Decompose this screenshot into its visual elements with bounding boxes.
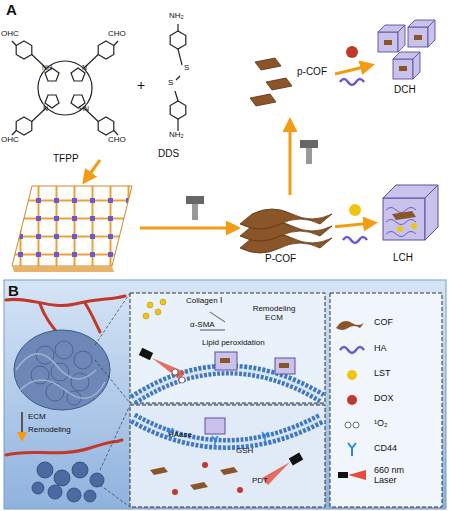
lattice-edge [12, 266, 114, 272]
text-label: S [184, 64, 189, 73]
inset-box: HAaseGSH PDT [130, 405, 325, 507]
dox-ball [346, 46, 358, 58]
cell-membrane [133, 418, 322, 444]
legend-icon [336, 321, 364, 330]
structure-node: LCH [375, 172, 445, 267]
text-label: HN [79, 105, 89, 113]
legend-icon [338, 470, 366, 480]
text-label: S [168, 79, 173, 88]
cof-sheets [240, 209, 332, 253]
text-label: CHO [108, 30, 126, 39]
ha-chain [340, 79, 364, 85]
blood-vessel [6, 296, 125, 455]
structure-node: P-COF [245, 195, 335, 267]
structure-node: p-COF [245, 50, 335, 120]
text-label: NH₂ [169, 131, 184, 140]
pathway-label: Lipid peroxidation [202, 339, 265, 348]
exfoliation-arrow [140, 227, 238, 230]
lst-particles [143, 299, 166, 319]
remodeling-arrow [21, 412, 23, 440]
pathway-label: α-SMA [190, 321, 215, 330]
legend-label: DOX [374, 394, 420, 404]
legend-label: COF [374, 318, 420, 328]
lch-cube [383, 185, 438, 240]
process-arrow [335, 65, 372, 74]
structure-label: DDS [158, 148, 179, 159]
legend-label: HA [374, 344, 420, 354]
structure-label: DCH [394, 84, 416, 95]
legend-label: LST [374, 369, 420, 379]
laser [139, 348, 185, 380]
tumor-remodeled [32, 462, 104, 502]
cof-particle [275, 358, 295, 374]
cof-sheets-released [150, 467, 238, 490]
pathway-label: Collagen Ⅰ [186, 297, 222, 306]
legend-label: 660 nm Laser [374, 466, 420, 486]
structure-label: TFPP [53, 153, 79, 164]
legend-icon [340, 347, 364, 353]
text-label: N [82, 64, 87, 72]
legend-frame [330, 293, 442, 507]
pathway-label: PDT [252, 477, 268, 486]
text-label: ECM [28, 413, 46, 422]
cof-particle [205, 418, 225, 434]
text-label: + [137, 78, 145, 93]
text-label: OHC [1, 30, 19, 39]
legend-icon [348, 443, 356, 456]
text-label: N [43, 105, 48, 113]
legend-icon [347, 395, 357, 405]
panel-background [4, 280, 446, 509]
dch-cubes [378, 20, 435, 79]
synthesis-arrow [84, 160, 100, 182]
dox-particles [172, 462, 243, 495]
cof-lattice [12, 186, 132, 266]
tumor [14, 330, 110, 410]
legend-label: CD44 [374, 444, 420, 454]
legend-label: ¹O₂ [374, 419, 420, 429]
cof-nanosheets [250, 58, 292, 106]
inset-frame [130, 293, 325, 403]
structure-label: LCH [393, 252, 413, 263]
sonicator-icon [186, 196, 204, 220]
cof-particle [215, 352, 237, 370]
text-label: NH [42, 64, 52, 72]
dds-structure [170, 24, 186, 131]
sonicator-icon [300, 140, 318, 164]
legend-icon [345, 422, 359, 428]
legend-icon [347, 370, 357, 380]
tfpp-structure [12, 41, 118, 135]
text-label: Remodeling [28, 426, 71, 435]
structure-label: p-COF [297, 66, 327, 77]
membrane-core [133, 418, 322, 444]
process-arrow [289, 120, 292, 195]
structure-node: DCH [372, 12, 445, 100]
panel-letter: A [6, 2, 17, 19]
structure-node: DDS [150, 10, 205, 162]
panel-letter: B [8, 283, 19, 300]
text-label: CHO [108, 136, 126, 145]
singlet-oxygen [172, 369, 185, 383]
process-arrow [335, 223, 375, 227]
text-label: NH₂ [169, 12, 184, 21]
pathway-label: GSH [236, 447, 253, 456]
laser [262, 453, 303, 485]
lst-ball [349, 204, 361, 216]
inset-box: Collagen Ⅰ Remodeling ECM α-SMA Lipid perox… [130, 293, 325, 403]
zoom-lines [95, 293, 130, 507]
structure-label: P-COF [265, 253, 296, 264]
ha-chain [343, 237, 367, 243]
pathway-label: HAase [168, 431, 192, 440]
text-label: OHC [1, 136, 19, 145]
pathway-label: Remodeling ECM [248, 305, 300, 323]
inset-frame [130, 405, 325, 507]
